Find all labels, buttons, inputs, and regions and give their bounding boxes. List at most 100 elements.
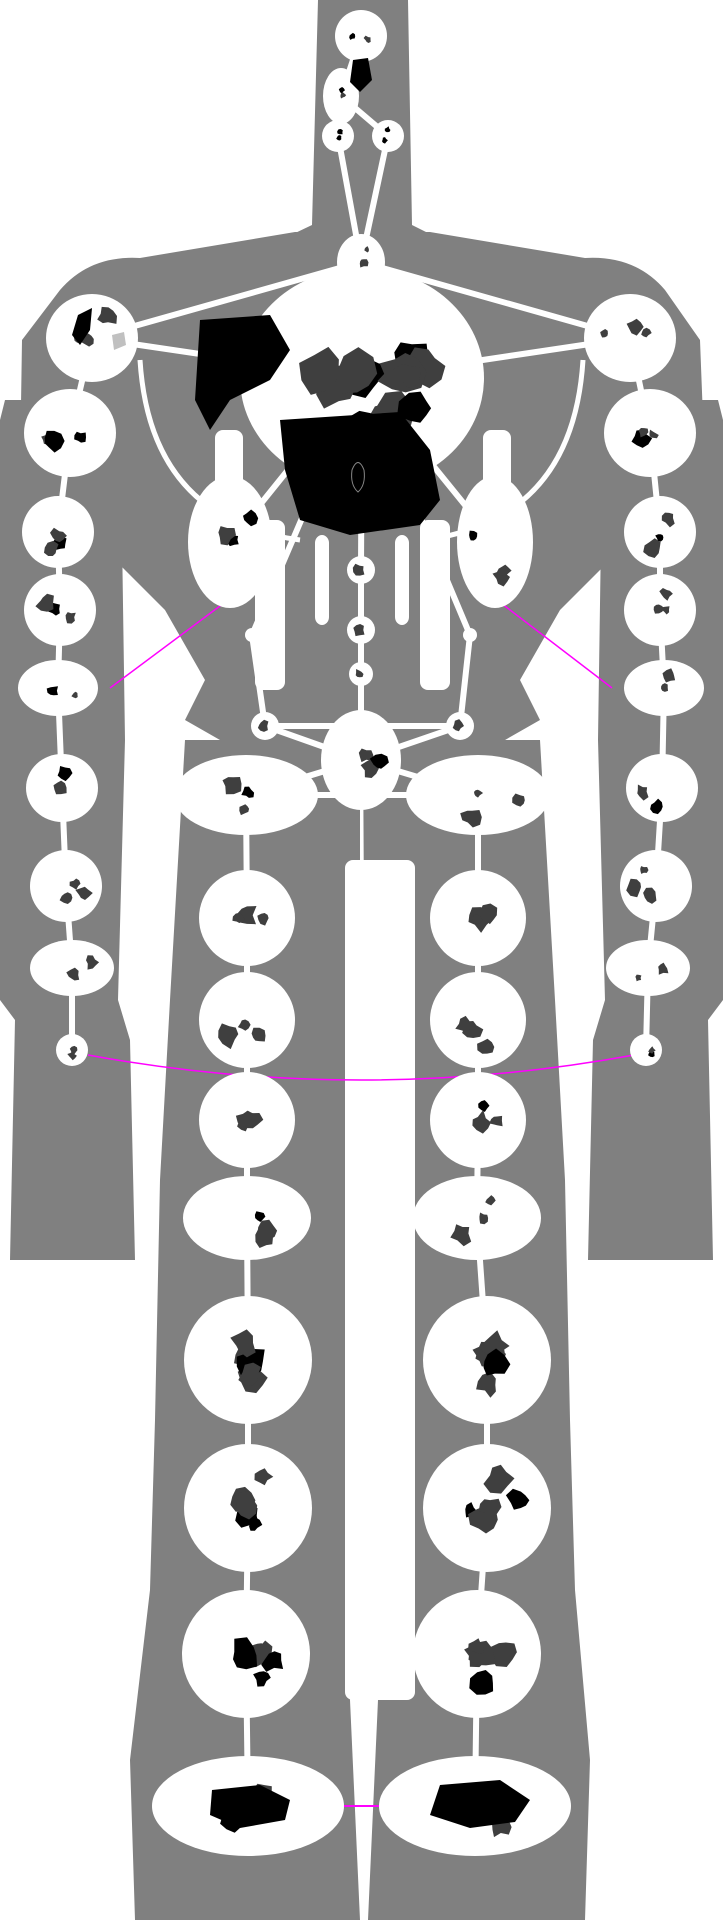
node-blob xyxy=(254,1468,274,1486)
right-arm-node-1 xyxy=(624,496,696,568)
node-blob xyxy=(86,955,100,970)
node-blob xyxy=(71,691,78,699)
node-blob xyxy=(336,135,342,141)
left-forearm-node-2 xyxy=(30,850,102,922)
bone-line xyxy=(89,259,364,341)
node-blob xyxy=(468,1638,484,1654)
right-shoulder-node xyxy=(584,294,676,382)
node-blob xyxy=(661,683,668,692)
node-blob xyxy=(35,593,54,612)
node-blob xyxy=(481,1330,510,1356)
node-blob xyxy=(650,798,663,815)
node-blob xyxy=(635,974,642,982)
node-blob xyxy=(359,259,369,268)
node-blob xyxy=(57,766,73,782)
head-silhouette xyxy=(270,0,452,260)
node-blob xyxy=(218,1023,239,1050)
torso-gap xyxy=(345,860,415,1700)
node-blob xyxy=(626,878,641,898)
node-blob xyxy=(452,719,464,732)
node-blob xyxy=(243,509,259,527)
node-blob xyxy=(470,914,483,925)
node-blob xyxy=(384,126,391,133)
node-blob xyxy=(241,786,255,798)
chest-mass xyxy=(195,315,290,430)
torso-gap xyxy=(315,535,329,625)
node-blob xyxy=(352,563,365,576)
node-blob xyxy=(455,1015,471,1032)
node-blob xyxy=(363,35,371,43)
node-blob xyxy=(364,246,369,253)
node-blob xyxy=(239,804,250,816)
node-blob xyxy=(233,1637,258,1670)
bone-line xyxy=(457,632,473,729)
node-blob xyxy=(648,1046,656,1054)
node-blob xyxy=(658,962,669,975)
torso-gap xyxy=(395,535,409,625)
node-blob xyxy=(253,1671,271,1687)
node-blob xyxy=(44,540,59,556)
node-blob xyxy=(512,793,525,807)
node-blob xyxy=(349,32,356,40)
node-blob xyxy=(358,748,374,763)
left-upper-arm-node xyxy=(24,389,116,477)
node-blob xyxy=(450,1224,472,1247)
node-blob xyxy=(382,137,388,144)
node-blob xyxy=(65,612,76,624)
node-blob xyxy=(50,527,67,543)
node-blob xyxy=(46,686,58,696)
node-blob xyxy=(257,913,269,926)
node-blob xyxy=(485,1195,496,1206)
node-blob xyxy=(655,534,664,542)
right-hand-node xyxy=(630,1034,662,1066)
node-blob xyxy=(393,363,421,389)
right-forearm-node-2 xyxy=(620,850,692,922)
node-blob xyxy=(661,512,675,528)
left-thigh-node-2 xyxy=(199,972,295,1068)
node-blob xyxy=(222,777,242,795)
node-blob xyxy=(337,129,343,135)
shoulder-mark xyxy=(72,308,92,345)
node-blob xyxy=(53,780,67,795)
bone-line xyxy=(358,259,633,341)
node-blob xyxy=(218,526,236,546)
node-blob xyxy=(626,318,644,336)
left-elbow-node xyxy=(18,660,98,716)
node-blob xyxy=(97,306,117,324)
node-blob xyxy=(59,892,73,904)
node-blob xyxy=(474,789,484,798)
chest-mass xyxy=(280,412,440,535)
node-blob xyxy=(648,1051,655,1058)
node-blob xyxy=(641,327,652,338)
node-blob xyxy=(653,604,665,614)
left-wrist-node xyxy=(30,940,114,996)
right-rib-node xyxy=(457,476,533,608)
right-shin-top-node xyxy=(413,1176,541,1260)
node-blob xyxy=(235,1491,258,1520)
right-eye-node xyxy=(372,120,404,152)
left-side-node xyxy=(245,628,259,642)
node-blob xyxy=(340,92,347,99)
cross-link xyxy=(109,599,229,689)
node-blob xyxy=(643,538,661,558)
node-blob xyxy=(472,1109,491,1134)
left-arm-node-2 xyxy=(24,574,96,646)
right-forearm-node-1 xyxy=(626,754,698,822)
node-blob xyxy=(369,753,389,769)
node-blob xyxy=(238,1362,261,1386)
node-blob xyxy=(478,1100,490,1112)
head-mark xyxy=(350,58,372,92)
node-blob xyxy=(261,1651,284,1672)
foot-mass xyxy=(430,1780,530,1828)
foot-mass xyxy=(210,1785,290,1828)
node-blob xyxy=(638,428,649,438)
cross-link xyxy=(496,599,613,689)
node-blob xyxy=(631,429,653,448)
node-blob xyxy=(479,1212,489,1225)
bone-line xyxy=(249,632,268,729)
node-blob xyxy=(69,1045,78,1055)
node-blob xyxy=(299,346,339,395)
node-blob xyxy=(649,429,659,439)
